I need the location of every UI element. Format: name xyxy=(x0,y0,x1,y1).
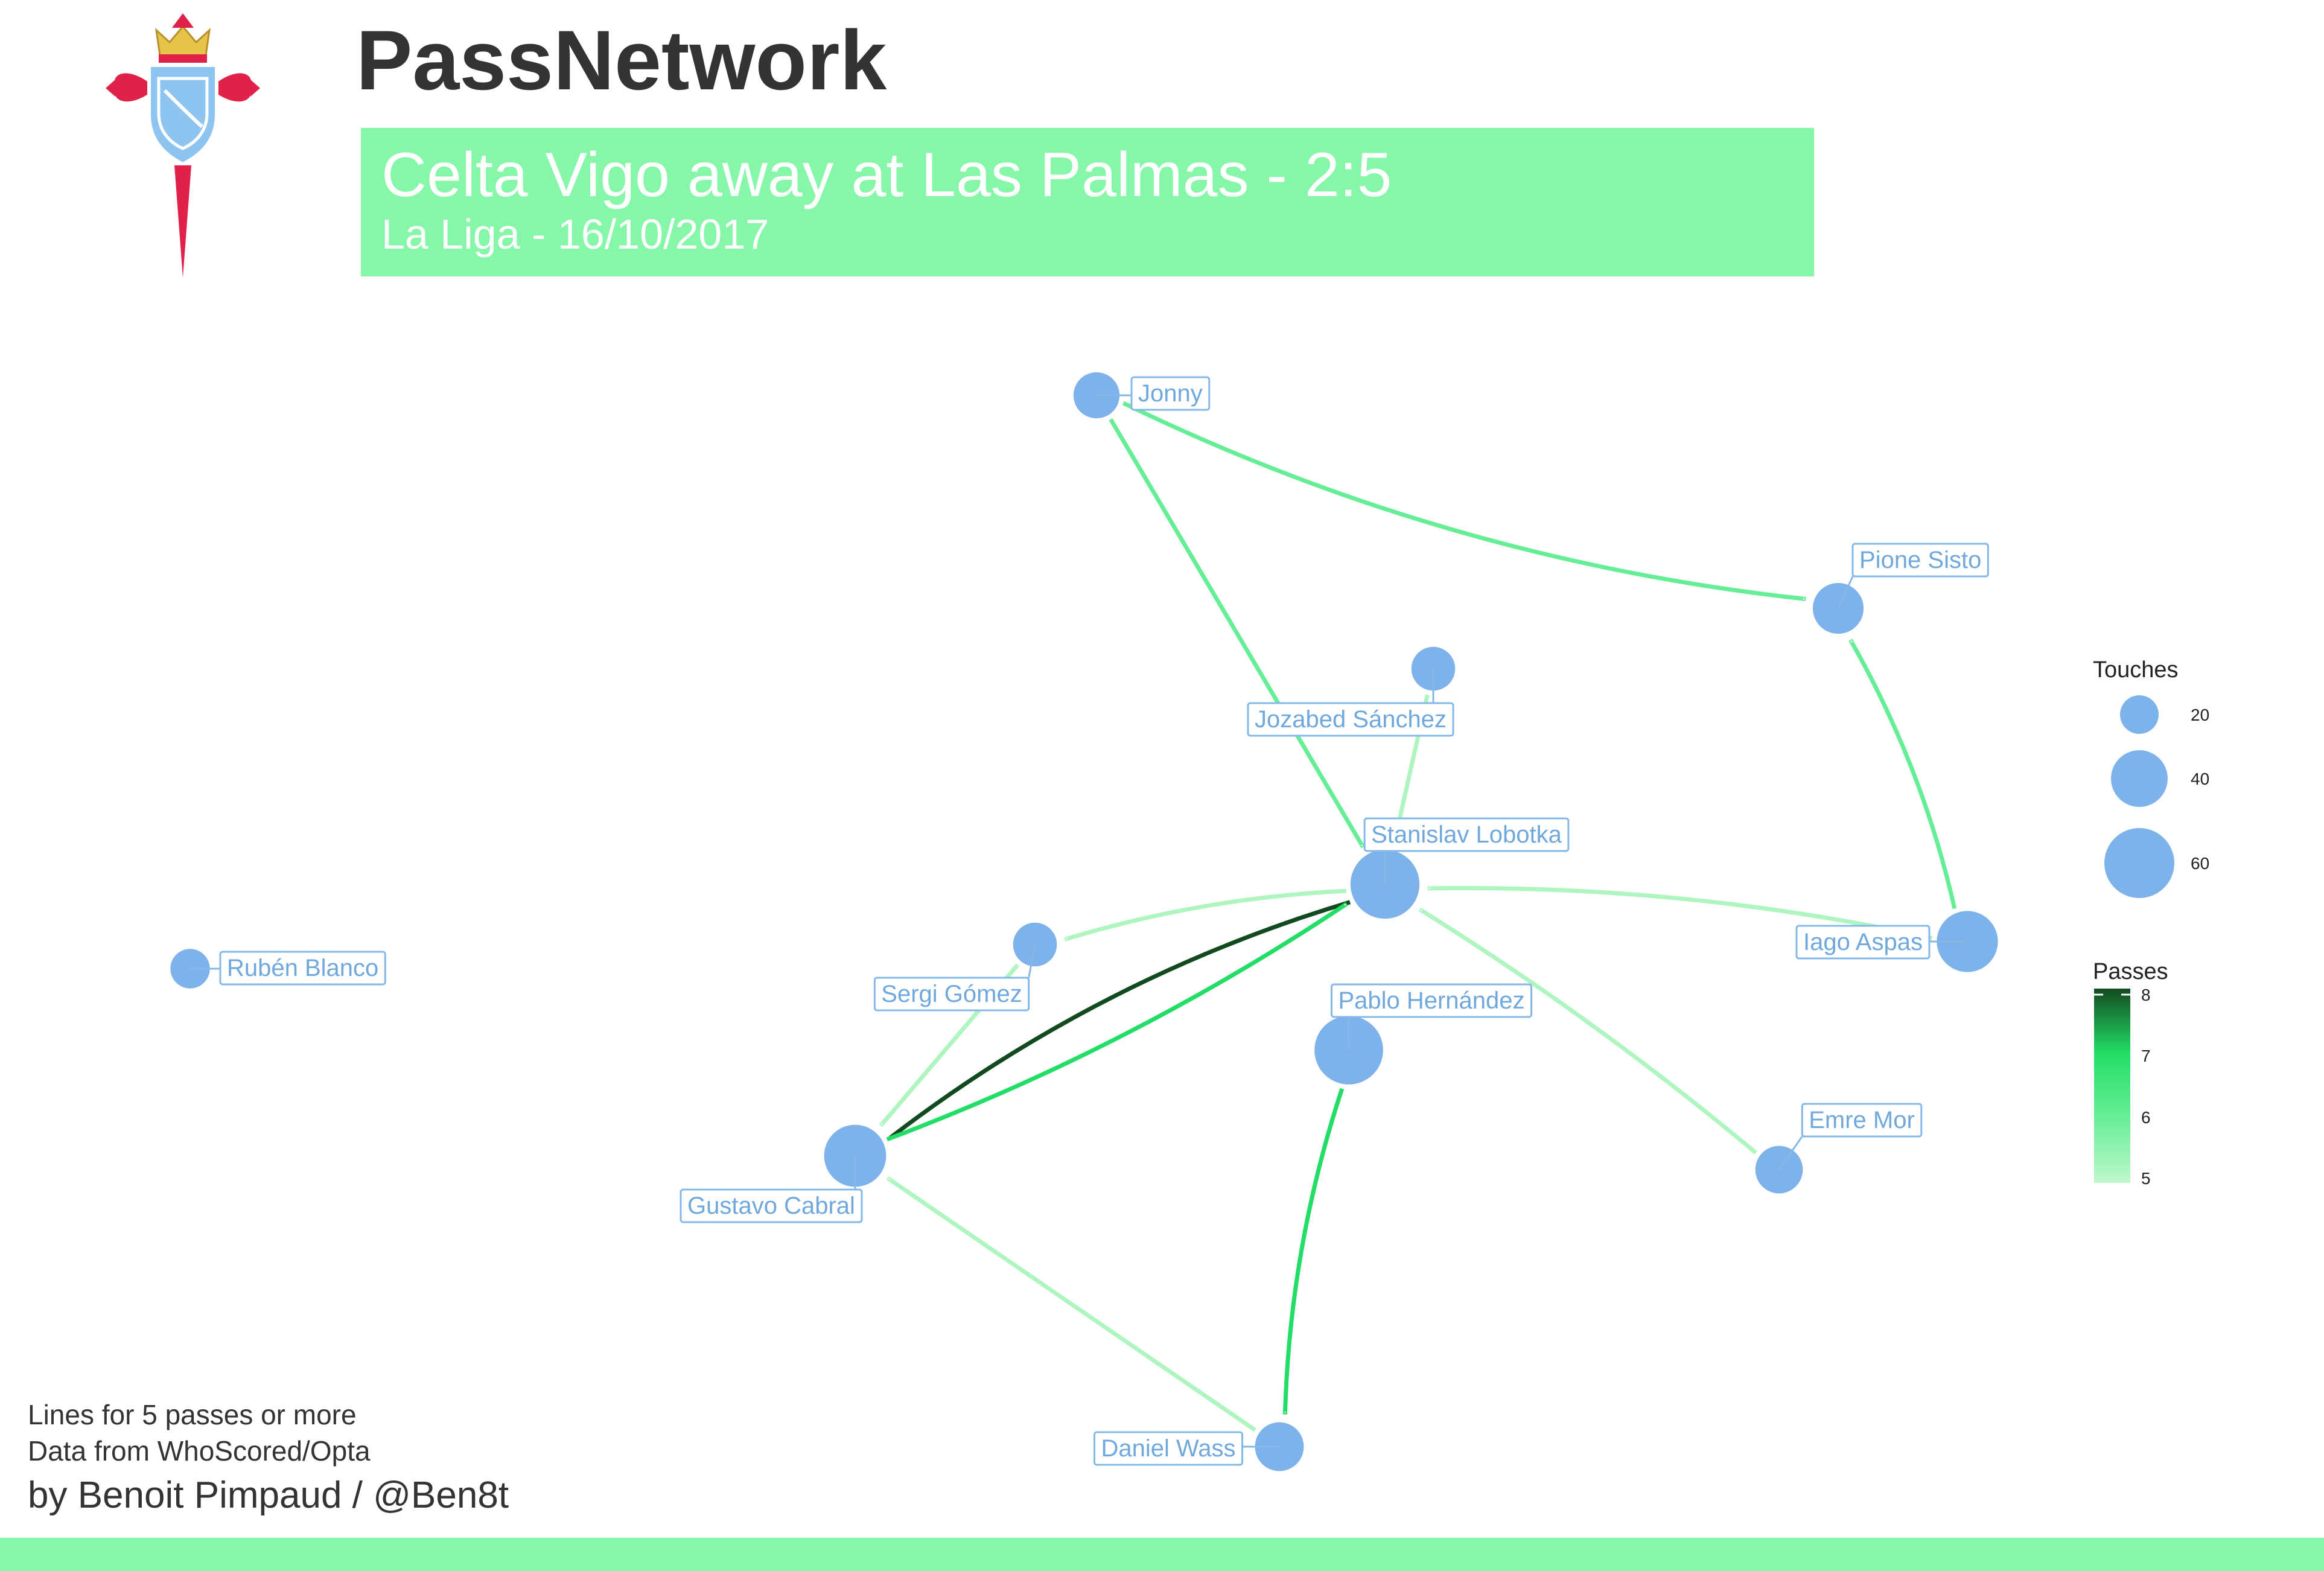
label-connector xyxy=(1778,1136,1803,1170)
player-name: Jonny xyxy=(1138,380,1203,407)
player-label: Stanislav Lobotka xyxy=(1363,817,1570,852)
label-connector xyxy=(1028,944,1036,978)
header-banner xyxy=(361,128,1814,276)
pass-edge xyxy=(1065,888,1346,942)
player-label-box xyxy=(1851,543,1989,578)
passes-legend-tick: 8 xyxy=(2141,986,2151,1004)
player-name: Emre Mor xyxy=(1809,1107,1915,1133)
pass-edges xyxy=(879,401,1957,1432)
pass-edge xyxy=(886,902,1348,1142)
player-label-box xyxy=(1363,817,1570,852)
pass-edge xyxy=(1109,418,1365,849)
player-name: Rubén Blanco xyxy=(227,955,378,981)
player-label: Sergi Gómez xyxy=(873,977,1030,1012)
footer-source: Data from WhoScored/Opta xyxy=(28,1435,371,1467)
pass-edge xyxy=(1418,907,1757,1155)
player-label-box xyxy=(1795,925,1931,960)
player-label-box xyxy=(873,977,1030,1012)
touches-legend-title: Touches xyxy=(2093,657,2179,683)
player-name: Sergi Gómez xyxy=(881,981,1022,1007)
player-nodes xyxy=(170,372,1998,1471)
player-name: Jozabed Sánchez xyxy=(1255,706,1447,733)
player-name: Daniel Wass xyxy=(1101,1435,1235,1462)
touches-legend-circle-medium xyxy=(2111,750,2168,807)
player-label-box xyxy=(1093,1431,1244,1466)
touches-legend-tick: 60 xyxy=(2191,854,2209,873)
pass-edge xyxy=(886,1176,1257,1432)
player-label-box xyxy=(219,951,386,986)
player-label: Emre Mor xyxy=(1801,1103,1923,1138)
player-name: Pablo Hernández xyxy=(1338,987,1524,1014)
pass-edge xyxy=(1428,885,1933,940)
player-label: Rubén Blanco xyxy=(219,951,386,986)
pass-edge xyxy=(1848,639,1957,910)
passes-legend-tick: 5 xyxy=(2141,1169,2151,1188)
player-name: Pione Sisto xyxy=(1859,547,1981,573)
player-label: Iago Aspas xyxy=(1795,925,1931,960)
player-name: Iago Aspas xyxy=(1803,929,1923,955)
touches-legend-circle-small xyxy=(2120,695,2159,734)
footer-note: Lines for 5 passes or more xyxy=(28,1399,357,1430)
player-label: Jonny xyxy=(1130,376,1211,411)
touches-legend-circle-large xyxy=(2104,828,2174,898)
footer-credit: by Benoit Pimpaud / @Ben8t xyxy=(28,1474,509,1516)
passes-legend-tick: 6 xyxy=(2141,1108,2151,1127)
passes-legend: Passes 8 7 6 5 xyxy=(2093,959,2168,1188)
pass-edge xyxy=(1122,401,1806,602)
label-connector xyxy=(1837,576,1854,609)
competition-date: La Liga - 16/10/2017 xyxy=(381,211,769,258)
player-label: Gustavo Cabral xyxy=(680,1188,863,1223)
player-label-box xyxy=(680,1188,863,1223)
player-label-box xyxy=(1330,983,1533,1018)
pass-edge xyxy=(889,900,1351,1139)
touches-legend: Touches 20 40 60 xyxy=(2093,657,2209,898)
player-label-box xyxy=(1130,376,1211,411)
celta-vigo-crest-icon xyxy=(106,13,260,278)
player-name: Gustavo Cabral xyxy=(687,1193,855,1219)
footer-bar xyxy=(0,1538,2324,1571)
player-label-box xyxy=(1801,1103,1923,1138)
player-name: Stanislav Lobotka xyxy=(1371,821,1562,848)
passes-legend-colorbar xyxy=(2094,989,2130,1183)
player-label: Daniel Wass xyxy=(1093,1431,1244,1466)
page-title: PassNetwork xyxy=(356,13,887,107)
passes-legend-title: Passes xyxy=(2093,959,2168,984)
touches-legend-tick: 20 xyxy=(2191,706,2209,724)
player-label-box xyxy=(1247,702,1454,737)
player-label: Pione Sisto xyxy=(1851,543,1989,578)
player-label: Jozabed Sánchez xyxy=(1247,702,1454,737)
touches-legend-tick: 40 xyxy=(2191,770,2209,788)
player-label: Pablo Hernández xyxy=(1330,983,1533,1018)
pass-edge xyxy=(1282,1088,1345,1414)
match-headline: Celta Vigo away at Las Palmas - 2:5 xyxy=(381,140,1392,210)
passes-legend-tick: 7 xyxy=(2141,1047,2151,1065)
